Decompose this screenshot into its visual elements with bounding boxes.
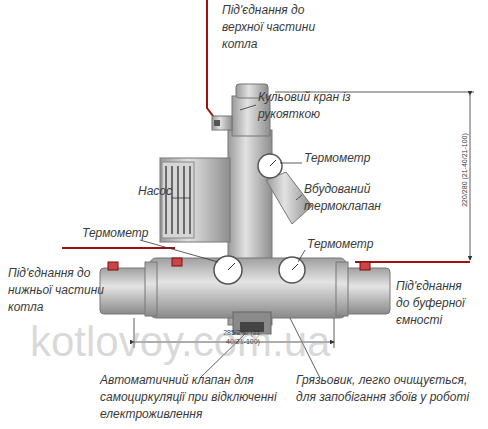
callout-label: Насос bbox=[138, 183, 188, 200]
dimension-label: 220/280 (21-40/21-100) bbox=[460, 90, 469, 250]
callout-label: Термометр bbox=[304, 150, 394, 167]
callout-label: Вбудований термоклапан bbox=[304, 181, 414, 215]
callout-label: Автоматичний клапан для самоциркуляції п… bbox=[100, 372, 282, 423]
thermostat-valve bbox=[266, 172, 312, 224]
callout-label: Під'єднання до буферної ємності bbox=[396, 278, 474, 329]
thermometer-needle bbox=[228, 160, 298, 270]
callout-label: Грязьовик, легко очищується, для запобіг… bbox=[296, 372, 474, 406]
callout-label: Термометр bbox=[307, 236, 397, 253]
thermometer bbox=[214, 154, 305, 284]
pump bbox=[160, 158, 230, 242]
callout-label: Під'єднання до нижньої частини котла bbox=[8, 265, 114, 316]
watermark: kotlovoy.com.ua bbox=[30, 318, 450, 366]
dimension-line bbox=[134, 92, 474, 348]
callout-label: Кульовий кран із рукояткою bbox=[258, 89, 378, 123]
callout-label: Термометр bbox=[82, 225, 172, 242]
callout-label: Під'єднання до верхної частини котла bbox=[222, 2, 332, 53]
